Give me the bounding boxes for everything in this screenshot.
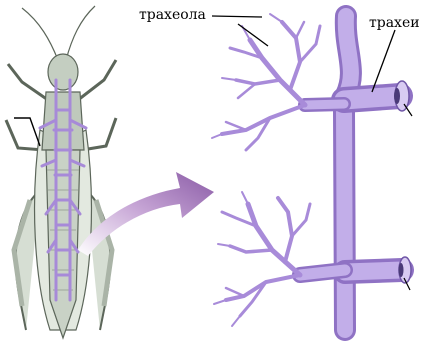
tracheole-label: трахеола [139,8,206,22]
tracheoles-lower [214,192,310,326]
insect-pointer-line [14,118,40,146]
traheola-leader-line [212,16,268,46]
trahei-leader-line [372,30,395,92]
tracheoles-upper [212,14,320,150]
trachea-label: трахеи [369,16,420,30]
insect-illustration [6,6,116,338]
trachea-enlarged [300,16,402,330]
